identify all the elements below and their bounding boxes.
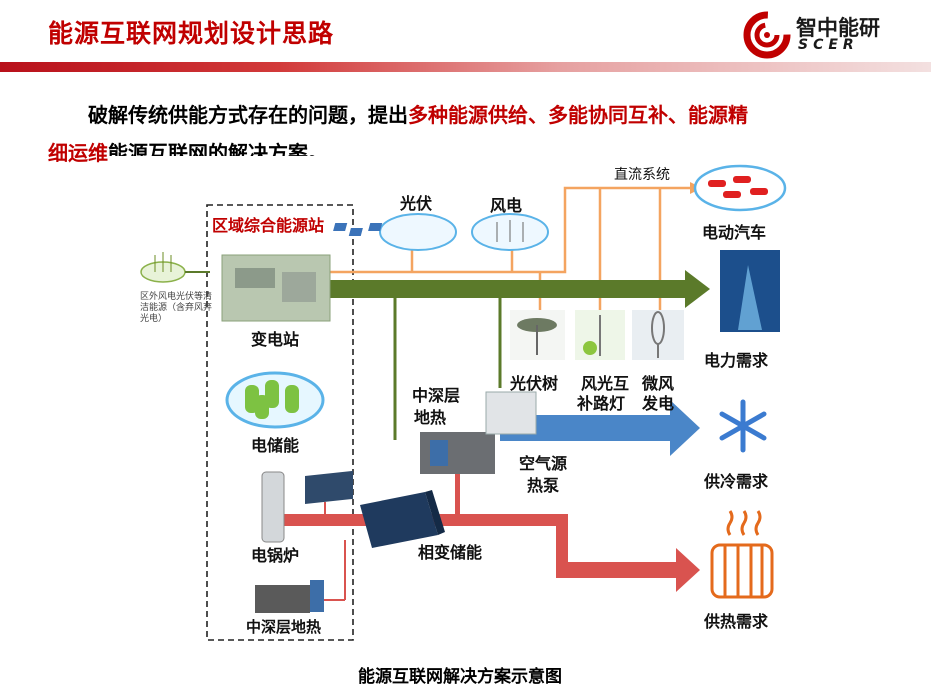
intro-highlight-2: 细运维 bbox=[48, 141, 108, 165]
intro-line-2: 细运维能源互联网的解决方案。 bbox=[48, 137, 328, 166]
header-bar bbox=[0, 62, 931, 72]
heating-demand-label: 供热需求 bbox=[704, 612, 769, 631]
deep-geo-mid-label-1: 中深层 bbox=[412, 386, 461, 405]
ev-demand-label: 电动汽车 bbox=[702, 223, 767, 242]
wind-label: 风电 bbox=[490, 196, 523, 215]
power-flow bbox=[245, 270, 710, 440]
deep-geo-mid-label-2: 地热 bbox=[414, 408, 447, 427]
intro-highlight-1: 多种能源供给、多能协同互补、能源精 bbox=[408, 103, 748, 127]
storage-label: 电储能 bbox=[251, 436, 300, 455]
cold-flow bbox=[500, 400, 700, 456]
streetlight-label-2: 补路灯 bbox=[577, 394, 626, 413]
intro-plain-1: 破解传统供能方式存在的问题，提出 bbox=[88, 103, 408, 127]
logo-name-cn: 智中能研 bbox=[796, 16, 880, 40]
power-demand-label: 电力需求 bbox=[704, 351, 769, 370]
heat-pump-label-1: 空气源 bbox=[519, 454, 568, 473]
external-source-label: 区外风电光伏等清洁能源（含弃风弃光电） bbox=[140, 292, 213, 324]
boiler-label: 电锅炉 bbox=[251, 546, 300, 565]
streetlight-label-1: 风光互 bbox=[581, 374, 630, 393]
logo-mark-icon bbox=[743, 11, 791, 59]
station-box bbox=[206, 204, 354, 641]
logo: 智中能研 SCER bbox=[742, 10, 922, 60]
logo-name-en: SCER bbox=[798, 37, 859, 53]
phase-change-label: 相变储能 bbox=[418, 543, 483, 562]
deep-geo-bottom-label: 中深层地热 bbox=[246, 618, 322, 636]
pv-label: 光伏 bbox=[400, 194, 433, 213]
dc-system-label: 直流系统 bbox=[614, 167, 670, 183]
pv-tree-label: 光伏树 bbox=[510, 374, 559, 393]
intro-plain-2: 能源互联网的解决方案。 bbox=[108, 141, 328, 156]
deep-geo-bottom-icon bbox=[255, 585, 310, 613]
heat-pump-icon bbox=[485, 391, 537, 435]
diagram-caption: 能源互联网解决方案示意图 bbox=[358, 667, 562, 687]
micro-wind-label-2: 发电 bbox=[642, 394, 675, 413]
heat-pump-label-2: 热泵 bbox=[527, 476, 560, 495]
boiler-icon bbox=[261, 471, 285, 543]
boiler-unit-icon bbox=[305, 470, 353, 504]
pv-icon bbox=[379, 213, 457, 251]
slide-title: 能源互联网规划设计思路 bbox=[48, 19, 335, 48]
micro-wind-label-1: 微风 bbox=[642, 374, 675, 393]
cooling-demand-label: 供冷需求 bbox=[704, 472, 769, 491]
ev-icon bbox=[693, 164, 787, 212]
intro-line-1: 破解传统供能方式存在的问题，提出多种能源供给、多能协同互补、能源精 bbox=[88, 99, 748, 128]
heat-small-arrows bbox=[320, 502, 346, 601]
station-box-label: 区域综合能源站 bbox=[212, 216, 325, 235]
snowflake-icon bbox=[719, 399, 767, 453]
phase-change-icon bbox=[360, 492, 438, 548]
radiator-icon bbox=[710, 510, 774, 599]
substation-label: 变电站 bbox=[251, 330, 300, 349]
